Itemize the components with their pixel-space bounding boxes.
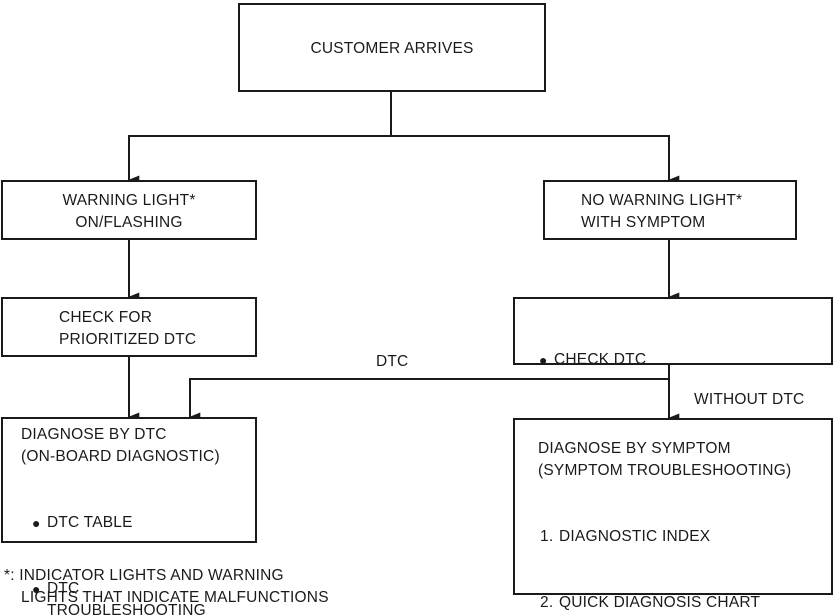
- edge-label-without-dtc: WITHOUT DTC: [694, 391, 805, 408]
- node-no-warning-light-line2: WITH SYMPTOM: [581, 214, 706, 231]
- bullet-icon: ●: [539, 352, 548, 368]
- footnote-line1: *: INDICATOR LIGHTS AND WARNING: [4, 567, 284, 584]
- node-no-warning-light-line1: NO WARNING LIGHT*: [581, 192, 743, 209]
- node-diagnose-by-symptom-list: 1. DIAGNOSTIC INDEX 2. QUICK DIAGNOSIS C…: [540, 482, 825, 615]
- node-diagnose-by-dtc-line2: (ON-BOARD DIAGNOSTIC): [21, 448, 220, 465]
- node-diagnose-by-symptom-line2: (SYMPTOM TROUBLESHOOTING): [538, 462, 792, 479]
- list-item-number: 2.: [540, 594, 554, 611]
- node-no-warning-light: NO WARNING LIGHT* WITH SYMPTOM: [543, 180, 797, 240]
- node-diagnose-by-dtc: DIAGNOSE BY DTC (ON-BOARD DIAGNOSTIC) ● …: [1, 417, 257, 615]
- node-check-prioritized-dtc-line2: PRIORITIZED DTC: [59, 331, 197, 348]
- list-item-text: DTC TABLE: [47, 514, 133, 531]
- node-warning-light-line1: WARNING LIGHT*: [62, 192, 196, 209]
- footnote-line2: LIGHTS THAT INDICATE MALFUNCTIONS: [21, 589, 329, 606]
- edge-label-dtc: DTC: [376, 353, 409, 370]
- list-item: ● CHECK DTC: [539, 349, 825, 371]
- list-item: ● DTC TABLE: [32, 512, 247, 534]
- node-check-prioritized-dtc-line1: CHECK FOR: [59, 309, 153, 326]
- node-check-dtc-tests: ● CHECK DTC ● IGNITION ON TEST, IDLING T…: [513, 297, 833, 456]
- node-warning-light-line2: ON/FLASHING: [75, 214, 183, 231]
- list-item: 2. QUICK DIAGNOSIS CHART (IF MENTIONED): [540, 592, 825, 615]
- list-item-number: 1.: [540, 528, 554, 545]
- list-item-text: DIAGNOSTIC INDEX: [559, 528, 711, 545]
- node-diagnose-by-symptom: DIAGNOSE BY SYMPTOM (SYMPTOM TROUBLESHOO…: [513, 418, 833, 611]
- node-diagnose-by-dtc-list: ● DTC TABLE ● DTC TROUBLESHOOTING FLOW: [32, 468, 247, 615]
- bullet-icon: ●: [32, 581, 41, 597]
- bullet-icon: ●: [32, 515, 41, 531]
- list-item-text: QUICK DIAGNOSIS CHART (IF MENTIONED): [559, 594, 761, 611]
- list-item: 1. DIAGNOSTIC INDEX: [540, 526, 825, 548]
- node-diagnose-by-dtc-line1: DIAGNOSE BY DTC: [21, 426, 167, 443]
- node-warning-light: WARNING LIGHT* ON/FLASHING: [1, 180, 257, 240]
- node-check-prioritized-dtc: CHECK FOR PRIORITIZED DTC: [1, 297, 257, 357]
- list-item-text: DTC TROUBLESHOOTING FLOW: [47, 580, 206, 615]
- list-item-text: CHECK DTC: [554, 351, 647, 368]
- list-item: ● DTC TROUBLESHOOTING FLOW: [32, 578, 247, 615]
- node-customer-arrives-label: CUSTOMER ARRIVES: [310, 40, 474, 57]
- node-diagnose-by-symptom-line1: DIAGNOSE BY SYMPTOM: [538, 440, 731, 457]
- node-customer-arrives: CUSTOMER ARRIVES: [238, 3, 546, 92]
